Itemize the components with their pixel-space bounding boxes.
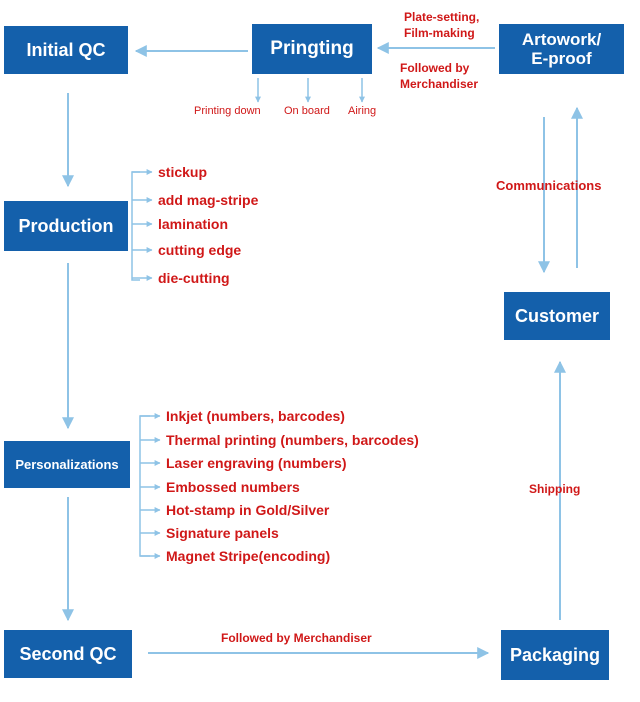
node-printing: Pringting xyxy=(252,24,372,74)
label-communications: Communications xyxy=(496,178,602,193)
node-second-qc: Second QC xyxy=(4,630,132,678)
label-shipping: Shipping xyxy=(529,482,581,496)
node-customer: Customer xyxy=(504,292,610,340)
production-step-die-cutting: die-cutting xyxy=(158,270,230,286)
node-second-qc-label: Second QC xyxy=(19,643,117,664)
personalization-magnet: Magnet Stripe(encoding) xyxy=(166,548,331,564)
label-followed-line-2: Merchandiser xyxy=(400,77,479,91)
node-personalizations: Personalizations xyxy=(4,441,130,488)
label-followed-line-1: Followed by xyxy=(400,61,470,75)
production-step-cutting-edge: cutting edge xyxy=(158,242,242,258)
production-step-lamination: lamination xyxy=(158,216,229,232)
personalization-laser: Laser engraving (numbers) xyxy=(166,455,347,471)
node-initial-qc: Initial QC xyxy=(4,26,128,74)
production-step-stickup: stickup xyxy=(158,164,208,180)
node-artwork-line-1: Artowork/ xyxy=(521,30,602,49)
label-airing: Airing xyxy=(348,105,377,117)
label-plate-setting-line-1: Plate-setting, xyxy=(404,10,480,24)
production-bracket xyxy=(131,171,140,281)
label-plate-setting: Plate-setting, Film-making xyxy=(404,9,479,41)
node-packaging: Packaging xyxy=(501,630,609,680)
personalization-signature: Signature panels xyxy=(166,525,279,541)
node-customer-label: Customer xyxy=(514,305,599,326)
personalization-embossed: Embossed numbers xyxy=(166,479,300,495)
label-printing-down: Printing down xyxy=(194,105,261,117)
label-followed-by-merchandiser-bottom: Followed by Merchandiser xyxy=(221,631,372,645)
node-initial-qc-label: Initial QC xyxy=(26,39,106,60)
personalization-hot-stamp: Hot-stamp in Gold/Silver xyxy=(166,502,330,518)
node-artwork-line-2: E-proof xyxy=(531,49,592,68)
node-artwork: Artowork/ E-proof xyxy=(499,24,624,74)
personalizations-bracket xyxy=(139,415,150,557)
node-personalizations-label: Personalizations xyxy=(15,457,119,472)
production-step-add-mag-stripe: add mag-stripe xyxy=(158,192,259,208)
label-followed-by-merchandiser-top: Followed by Merchandiser xyxy=(400,60,478,92)
node-production: Production xyxy=(4,201,128,251)
node-packaging-label: Packaging xyxy=(509,644,601,665)
label-on-board: On board xyxy=(284,105,330,117)
node-production-label: Production xyxy=(18,215,114,236)
personalization-inkjet: Inkjet (numbers, barcodes) xyxy=(166,408,345,424)
node-printing-label: Pringting xyxy=(270,38,354,59)
label-plate-setting-line-2: Film-making xyxy=(404,26,475,40)
personalization-thermal: Thermal printing (numbers, barcodes) xyxy=(166,432,419,448)
